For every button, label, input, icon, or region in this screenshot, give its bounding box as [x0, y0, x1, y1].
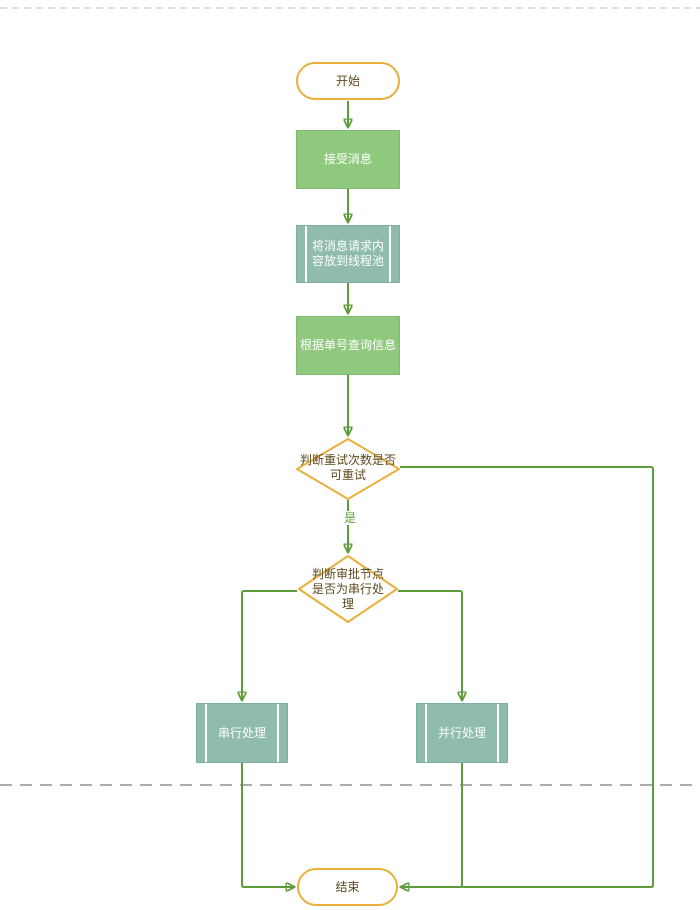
edge-decision-to-serial — [242, 590, 297, 700]
query-order-node[interactable]: 根据单号查询信息 — [296, 316, 400, 375]
parallel-process-label: 并行处理 — [437, 725, 486, 740]
receive-message-label: 接受消息 — [323, 152, 372, 166]
edge-label-yes: 是 — [339, 511, 361, 525]
thread-pool-label: 将消息请求内容放到线程池 — [311, 239, 384, 268]
start-node[interactable]: 开始 — [296, 62, 400, 100]
retry-decision-node[interactable] — [296, 438, 400, 500]
end-node[interactable]: 结束 — [297, 868, 398, 906]
retry-decision-label: 判断重试次数是否可重试 — [300, 453, 397, 482]
serial-process-node[interactable]: 串行处理 — [196, 703, 288, 763]
receive-message-node[interactable]: 接受消息 — [296, 130, 400, 189]
retry-decision-shape[interactable] — [296, 438, 400, 500]
edge-serial-to-end — [241, 763, 294, 887]
edge-decision-to-parallel — [398, 590, 462, 700]
end-node-label: 结束 — [335, 879, 360, 894]
serial-decision-label: 判断审批节点是否为串行处理 — [311, 567, 384, 611]
thread-pool-node[interactable]: 将消息请求内容放到线程池 — [296, 225, 400, 283]
serial-decision-shape[interactable] — [298, 555, 398, 623]
edge-retry-no-to-end — [400, 466, 654, 888]
page-break-line-top — [0, 7, 700, 9]
page-break-line-middle — [0, 784, 700, 786]
serial-decision-node[interactable] — [298, 555, 398, 623]
edge-parallel-to-end — [401, 763, 463, 887]
parallel-process-node[interactable]: 并行处理 — [416, 703, 508, 763]
start-node-label: 开始 — [335, 73, 360, 88]
serial-process-label: 串行处理 — [217, 725, 266, 740]
query-order-label: 根据单号查询信息 — [299, 338, 396, 352]
